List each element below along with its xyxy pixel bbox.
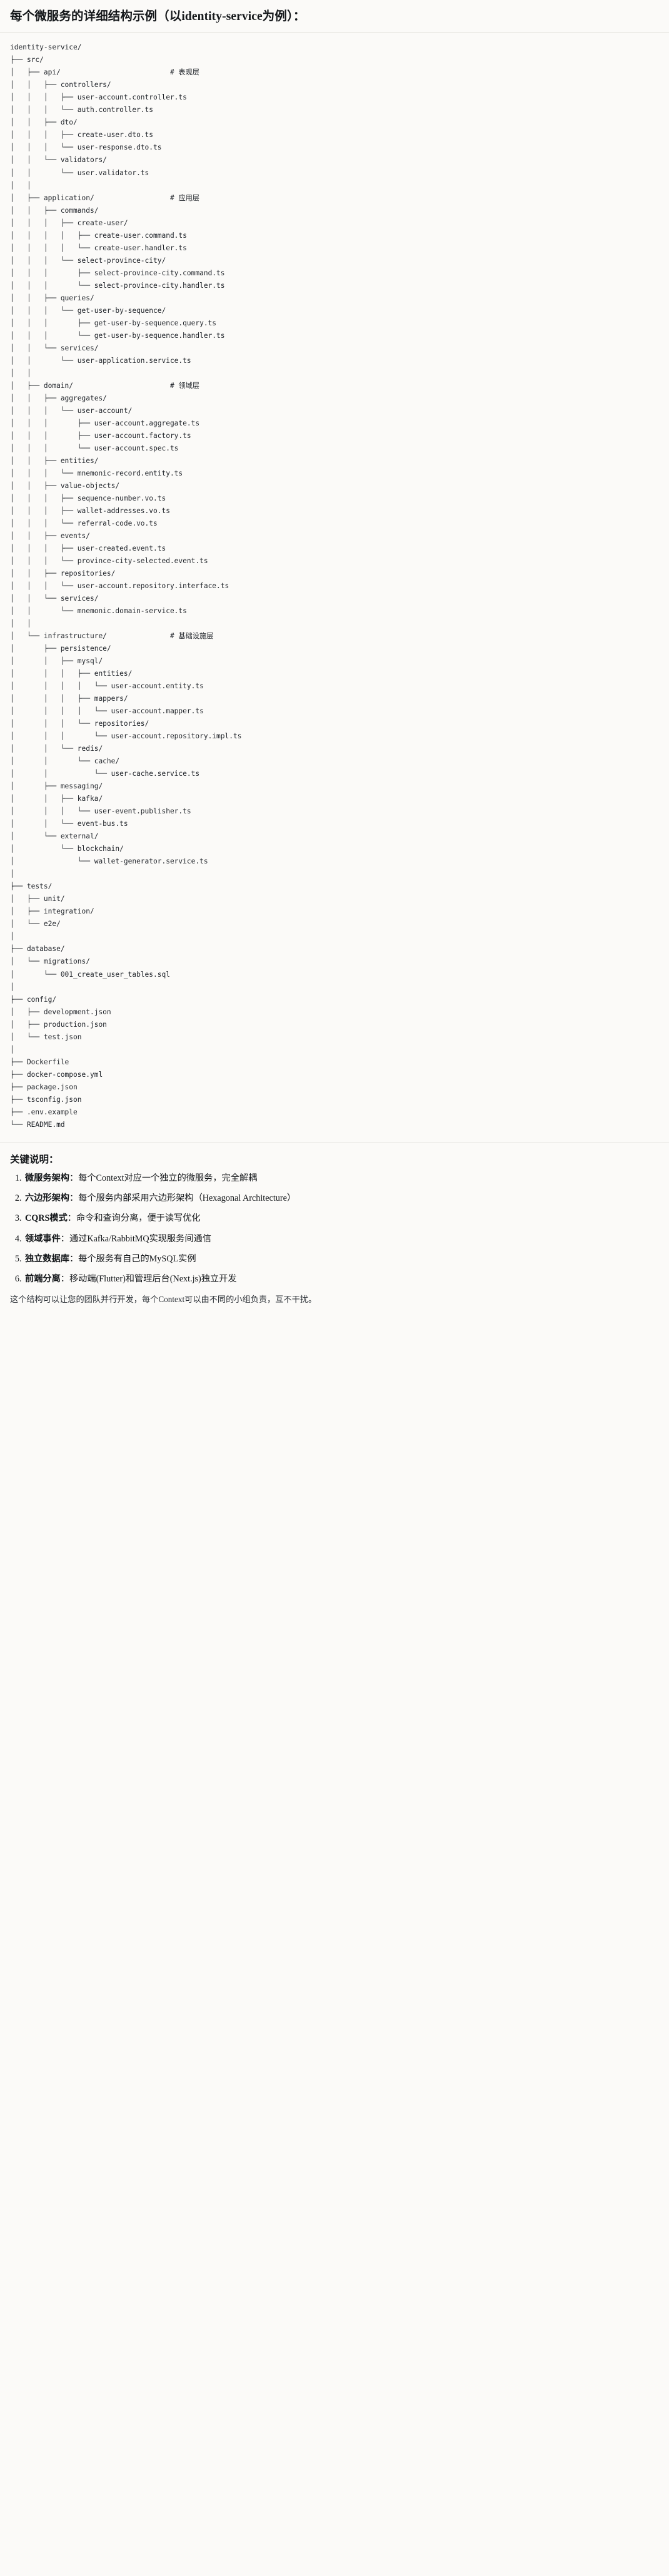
notes-title: 关键说明： [10, 1154, 59, 1165]
directory-tree-block: identity-service/ ├── src/ │ ├── api/ # … [0, 33, 669, 1137]
note-desc: ：每个Context对应一个独立的微服务，完全解耦 [69, 1173, 258, 1183]
note-term: CQRS模式 [25, 1213, 68, 1224]
note-desc: ：每个服务内部采用六边形架构（Hexagonal Architecture） [69, 1193, 296, 1203]
note-term: 六边形架构 [25, 1193, 69, 1203]
note-desc: ：移动端(Flutter)和管理后台(Next.js)独立开发 [60, 1274, 237, 1285]
key-notes-section: 关键说明： 微服务架构：每个Context对应一个独立的微服务，完全解耦 六边形… [0, 1143, 669, 1318]
note-desc: ：通过Kafka/RabbitMQ实现服务间通信 [60, 1233, 211, 1244]
note-term: 独立数据库 [25, 1253, 69, 1264]
note-term: 前端分离 [25, 1274, 61, 1285]
heading-divider [0, 32, 669, 33]
note-item: 前端分离：移动端(Flutter)和管理后台(Next.js)独立开发 [24, 1273, 659, 1286]
note-term: 领域事件 [25, 1233, 61, 1244]
note-item: 独立数据库：每个服务有自己的MySQL实例 [24, 1253, 659, 1266]
page-title: 每个微服务的详细结构示例（以identity-service为例）： [10, 10, 306, 23]
closing-paragraph: 这个结构可以让您的团队并行开发，每个Context可以由不同的小组负责，互不干扰… [10, 1295, 317, 1305]
note-item: 六边形架构：每个服务内部采用六边形架构（Hexagonal Architectu… [24, 1192, 659, 1205]
notes-list: 微服务架构：每个Context对应一个独立的微服务，完全解耦 六边形架构：每个服… [10, 1172, 659, 1286]
directory-tree: identity-service/ ├── src/ │ ├── api/ # … [10, 43, 242, 1129]
note-item: CQRS模式：命令和查询分离，便于读写优化 [24, 1212, 659, 1225]
note-item: 领域事件：通过Kafka/RabbitMQ实现服务间通信 [24, 1233, 659, 1246]
note-desc: ：每个服务有自己的MySQL实例 [69, 1253, 196, 1264]
note-item: 微服务架构：每个Context对应一个独立的微服务，完全解耦 [24, 1172, 659, 1185]
note-term: 微服务架构 [25, 1173, 69, 1183]
note-desc: ：命令和查询分离，便于读写优化 [67, 1213, 201, 1224]
